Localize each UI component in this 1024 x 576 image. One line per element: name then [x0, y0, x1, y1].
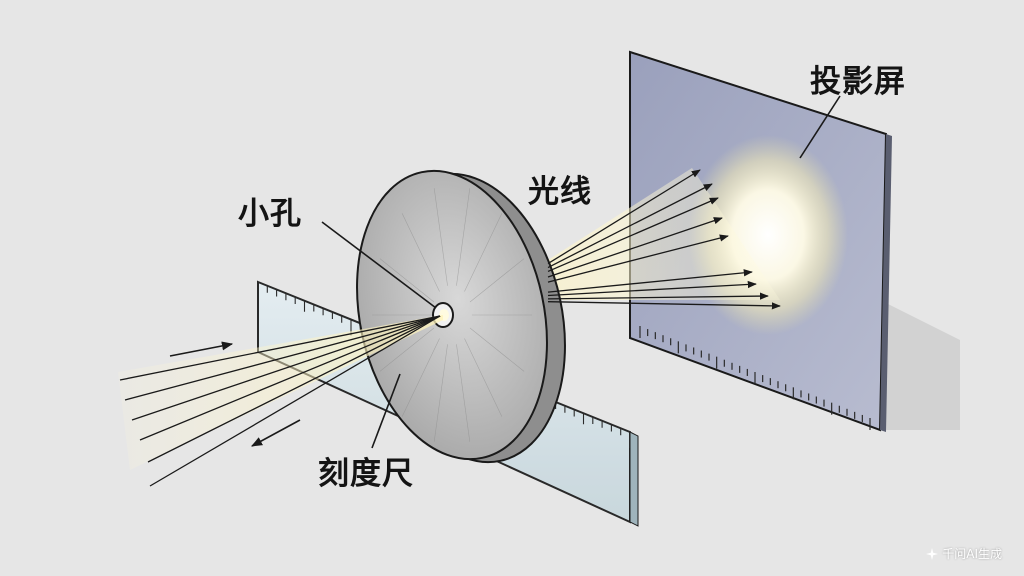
sparkle-icon [926, 547, 939, 560]
outgoing-ray [547, 183, 713, 269]
outgoing-ray [547, 292, 769, 300]
outgoing-ray [547, 301, 781, 310]
disc-grain-line [379, 327, 435, 372]
disc-grain-line [456, 188, 471, 286]
ruler-label: 刻度尺 [318, 456, 414, 492]
outgoing-ray [547, 169, 701, 265]
incoming-ray [139, 315, 441, 441]
arrow-icon [169, 341, 234, 357]
disc-grain-line [469, 258, 525, 303]
arrow-icon [251, 419, 301, 447]
incoming-ray [124, 315, 441, 401]
incoming-ray [149, 315, 441, 487]
disc-grain-line [433, 344, 448, 442]
outgoing-ray [547, 269, 753, 293]
disc-grain-line [401, 338, 440, 417]
disc-grain-line [401, 213, 440, 292]
outgoing-ray [547, 197, 719, 273]
outgoing-ray [547, 280, 757, 297]
disc-grain-line [469, 327, 525, 372]
incoming-light-beam [118, 315, 443, 470]
outgoing-rays [547, 169, 781, 310]
incoming-ray [119, 315, 441, 381]
outgoing-ray [547, 217, 723, 278]
screen-leader-line [799, 95, 841, 159]
projection-screen-label: 投影屏 [810, 64, 906, 100]
watermark: 千问AI生成 [926, 545, 1002, 562]
ruler-leader-line [371, 373, 401, 449]
incoming-ray [131, 315, 441, 421]
disc-grain-line [464, 213, 503, 292]
outgoing-ray [547, 234, 729, 283]
screen-scale [639, 326, 871, 430]
disc-grain-line [464, 338, 503, 417]
watermark-text: 千问AI生成 [942, 547, 1002, 561]
disc-grain-line [433, 188, 448, 286]
pinhole-label: 小孔 [238, 196, 302, 232]
incoming-rays [119, 315, 441, 487]
disc-grain-line [456, 344, 471, 442]
pinhole-disc [356, 169, 566, 464]
screen-shadow [880, 300, 960, 430]
pinhole-leader-line [321, 221, 437, 309]
light-rays-label: 光线 [528, 174, 592, 210]
disc-grain-line [379, 258, 435, 303]
incoming-ray [147, 315, 441, 463]
